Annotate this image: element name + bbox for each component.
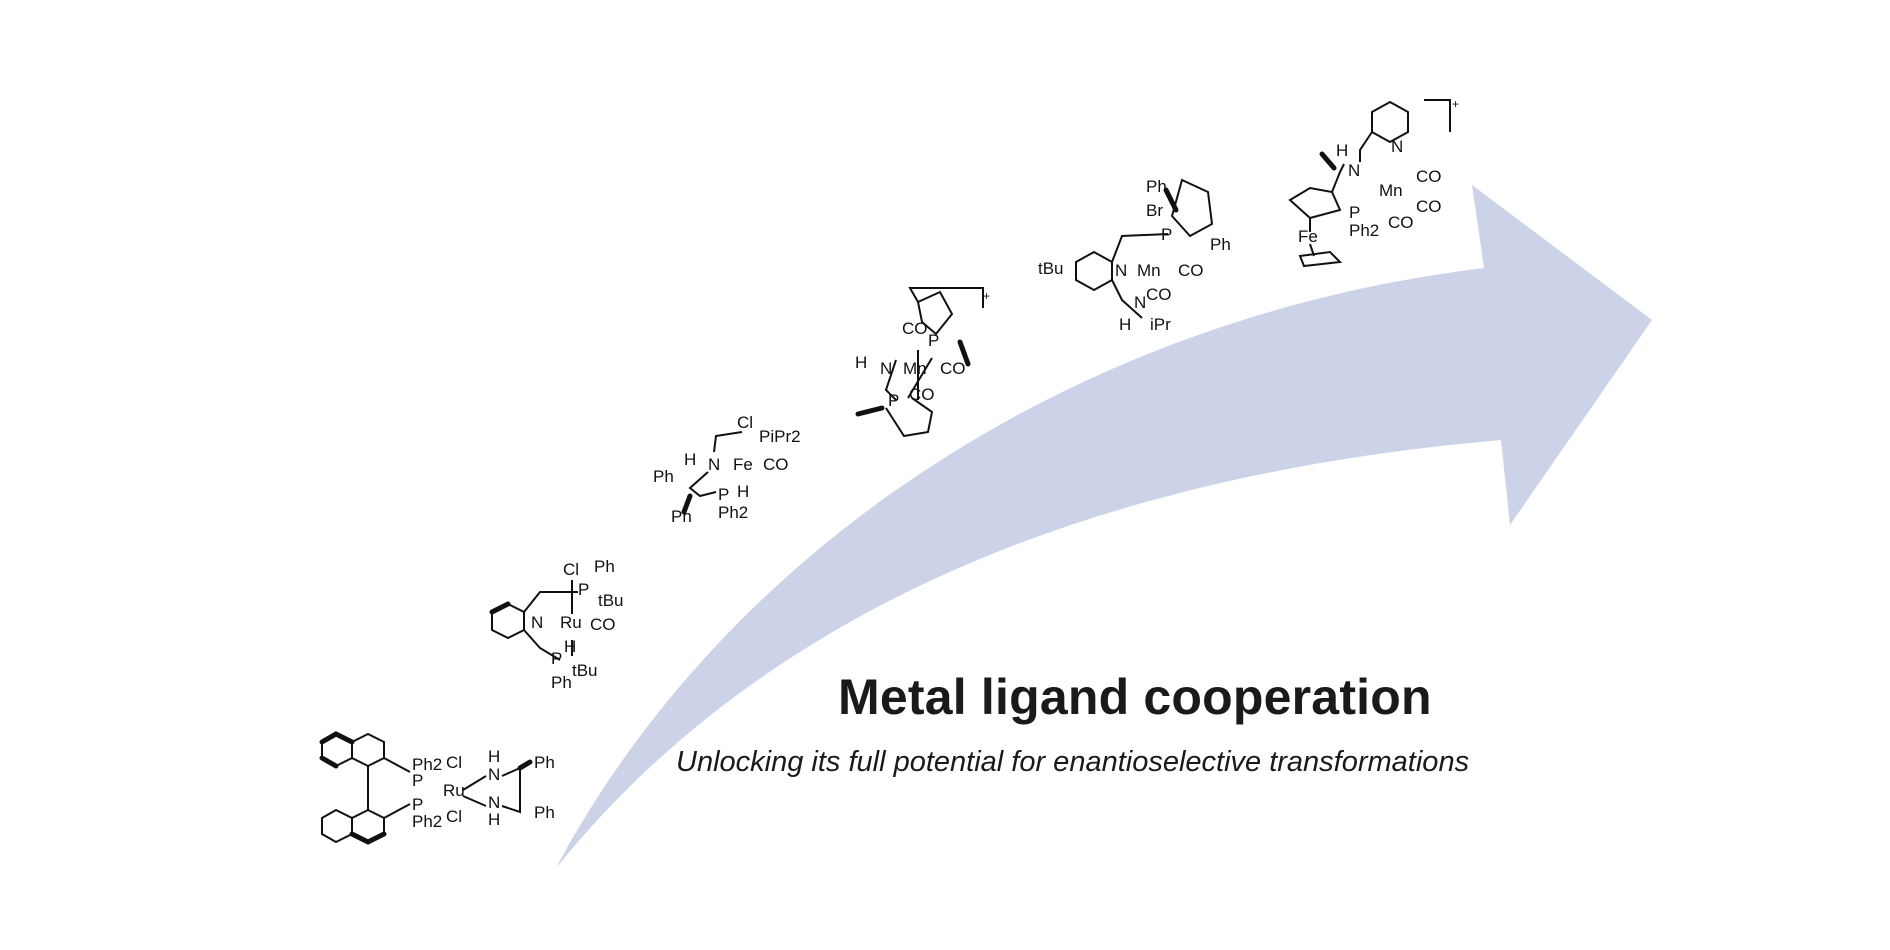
c6-label-charge: + (1452, 97, 1459, 111)
complex-3-fe-pnp: Cl PiPr2 H N Fe CO Ph H P Ph2 Ph (653, 413, 801, 526)
c5-label-n-amine: N (1134, 293, 1146, 312)
c3-label-pipr2: PiPr2 (759, 427, 801, 446)
c2-label-tbu-bottom: tBu (572, 661, 598, 680)
c2-label-p-top: P (578, 580, 589, 599)
complex-1-binap-ru-diamine: Ph2 P Cl Ru P Ph2 Cl H N N H Ph Ph (319, 731, 555, 845)
c3-label-cl: Cl (737, 413, 753, 432)
c3-label-fe: Fe (733, 455, 753, 474)
c6-label-ph2: Ph2 (1349, 221, 1379, 240)
c6-label-co-3: CO (1388, 213, 1414, 232)
progress-arrow (556, 185, 1652, 868)
c1-label-p-bottom: P (412, 795, 423, 814)
complex-2-ru-pincer: Cl Ph P tBu N Ru CO H P tBu Ph (489, 557, 624, 692)
c6-label-p: P (1349, 203, 1360, 222)
c1-label-ph-top: Ph (534, 753, 555, 772)
c4-label-mn: Mn (903, 359, 927, 378)
c2-label-p-bottom: P (551, 649, 562, 668)
c3-label-h-n: H (684, 450, 696, 469)
c2-label-ru: Ru (560, 613, 582, 632)
c6-label-n-pyridine: N (1391, 137, 1403, 156)
c1-label-ph-bottom: Ph (534, 803, 555, 822)
c3-label-n: N (708, 455, 720, 474)
c2-label-co: CO (590, 615, 616, 634)
c4-label-p-bottom: P (888, 391, 899, 410)
c6-label-n-amine: N (1348, 161, 1360, 180)
abstract-title: Metal ligand cooperation (838, 669, 1432, 725)
c4-label-co-bottom: CO (909, 385, 935, 404)
c1-label-p-top: P (412, 771, 423, 790)
c5-label-ph-right: Ph (1210, 235, 1231, 254)
c1-label-h-bottom: H (488, 810, 500, 829)
c5-label-p: P (1161, 225, 1172, 244)
c5-label-co-bottom: CO (1146, 285, 1172, 304)
c4-label-p-top: P (928, 331, 939, 350)
c4-label-co-top: CO (902, 319, 928, 338)
c1-label-ru: Ru (443, 781, 465, 800)
c5-label-ph-top: Ph (1146, 177, 1167, 196)
c5-label-co-right: CO (1178, 261, 1204, 280)
c1-label-h-top: H (488, 747, 500, 766)
c1-label-ph2-bottom: Ph2 (412, 812, 442, 831)
c2-label-n: N (531, 613, 543, 632)
c1-label-cl-top: Cl (446, 753, 462, 772)
c4-label-co-right: CO (940, 359, 966, 378)
c3-label-co: CO (763, 455, 789, 474)
c3-label-h-fe: H (737, 482, 749, 501)
c1-label-cl-bottom: Cl (446, 807, 462, 826)
c5-label-tbu: tBu (1038, 259, 1064, 278)
c3-label-ph-bottom: Ph (671, 507, 692, 526)
c3-label-ph2: Ph2 (718, 503, 748, 522)
c2-label-tbu-top: tBu (598, 591, 624, 610)
c5-label-h: H (1119, 315, 1131, 334)
c2-label-cl: Cl (563, 560, 579, 579)
complex-4-mn-pnp: CO P H N Mn CO P CO + (855, 287, 990, 438)
c6-label-h: H (1336, 141, 1348, 160)
c1-label-n-bottom: N (488, 793, 500, 812)
c6-label-fe: Fe (1298, 227, 1318, 246)
c1-label-n-top: N (488, 765, 500, 784)
c3-label-p: P (718, 485, 729, 504)
complex-5-mn-pincer: Ph Br P Ph tBu N Mn CO CO N H iPr (1038, 177, 1231, 334)
c4-label-charge: + (983, 289, 990, 303)
c2-label-h: H (564, 637, 576, 656)
c1-label-ph2-top: Ph2 (412, 755, 442, 774)
c5-label-br: Br (1146, 201, 1163, 220)
c5-label-n: N (1115, 261, 1127, 280)
c5-label-mn: Mn (1137, 261, 1161, 280)
abstract-subtitle: Unlocking its full potential for enantio… (676, 746, 1470, 778)
c6-label-mn: Mn (1379, 181, 1403, 200)
c6-label-co-2: CO (1416, 197, 1442, 216)
c3-label-ph-left: Ph (653, 467, 674, 486)
c6-label-co-1: CO (1416, 167, 1442, 186)
c5-label-ipr: iPr (1150, 315, 1171, 334)
c4-label-n: N (880, 359, 892, 378)
c4-label-h: H (855, 353, 867, 372)
c2-label-ph-bottom: Ph (551, 673, 572, 692)
complex-6-mn-ferrocenyl: N N H Mn CO CO CO P Ph2 Fe + (1288, 97, 1459, 268)
c2-label-ph-top: Ph (594, 557, 615, 576)
